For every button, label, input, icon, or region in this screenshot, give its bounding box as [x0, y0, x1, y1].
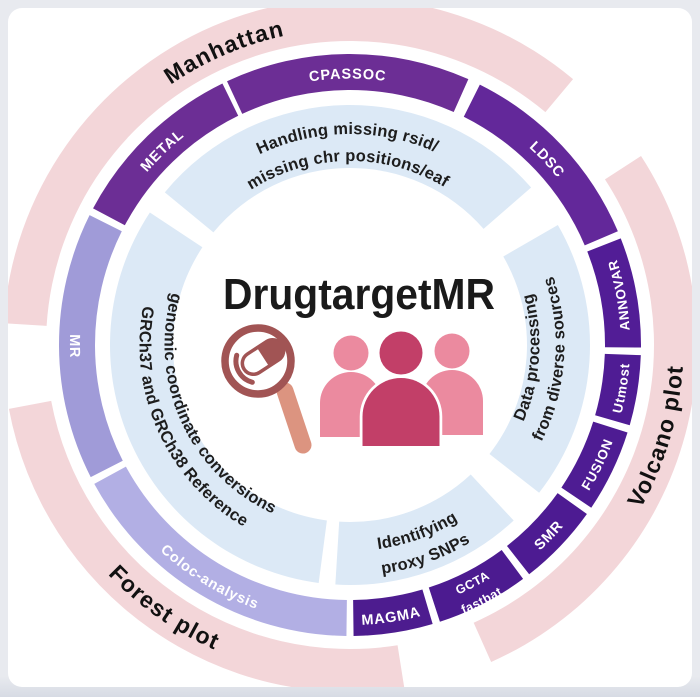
tool-label-cpassoc: CPASSOC — [308, 66, 387, 85]
ring-segment-utmost — [595, 354, 641, 425]
pill-icon — [238, 336, 288, 379]
magnifier-handle — [285, 391, 303, 445]
ring-segment-smr — [507, 493, 587, 574]
ring-segment-magma — [353, 590, 433, 636]
ring-segment-metal — [93, 83, 238, 225]
ring-segment-coloc-analysis — [94, 467, 347, 636]
task-arc-handling-missing-rsid — [165, 105, 531, 232]
diagram-title: DrugtargetMR — [223, 270, 495, 319]
ring-segment-gcta-fastbat — [429, 550, 523, 622]
magnifier-pill-icon — [225, 328, 303, 445]
outer-ring-arc-forest-plot — [9, 401, 404, 692]
task-arc-identifying — [335, 474, 513, 585]
task-arc-data-processing — [489, 225, 590, 493]
outer-ring-arc-volcano-plot — [474, 156, 697, 662]
ring-segment-fusion — [561, 422, 627, 508]
ring-segment-mr — [59, 215, 123, 477]
tool-label-mr: MR — [66, 334, 82, 358]
ring-segment-annovar — [587, 238, 641, 347]
ring-segment-cpassoc — [227, 54, 468, 114]
people-icon — [320, 332, 483, 447]
ring-segment-ldsc — [464, 85, 618, 246]
task-arc-grch37-and-grch38-reference — [110, 213, 327, 583]
lens-highlight — [236, 355, 252, 382]
outer-ring-arc-manhattan — [4, 0, 573, 326]
person-figure — [363, 332, 440, 447]
